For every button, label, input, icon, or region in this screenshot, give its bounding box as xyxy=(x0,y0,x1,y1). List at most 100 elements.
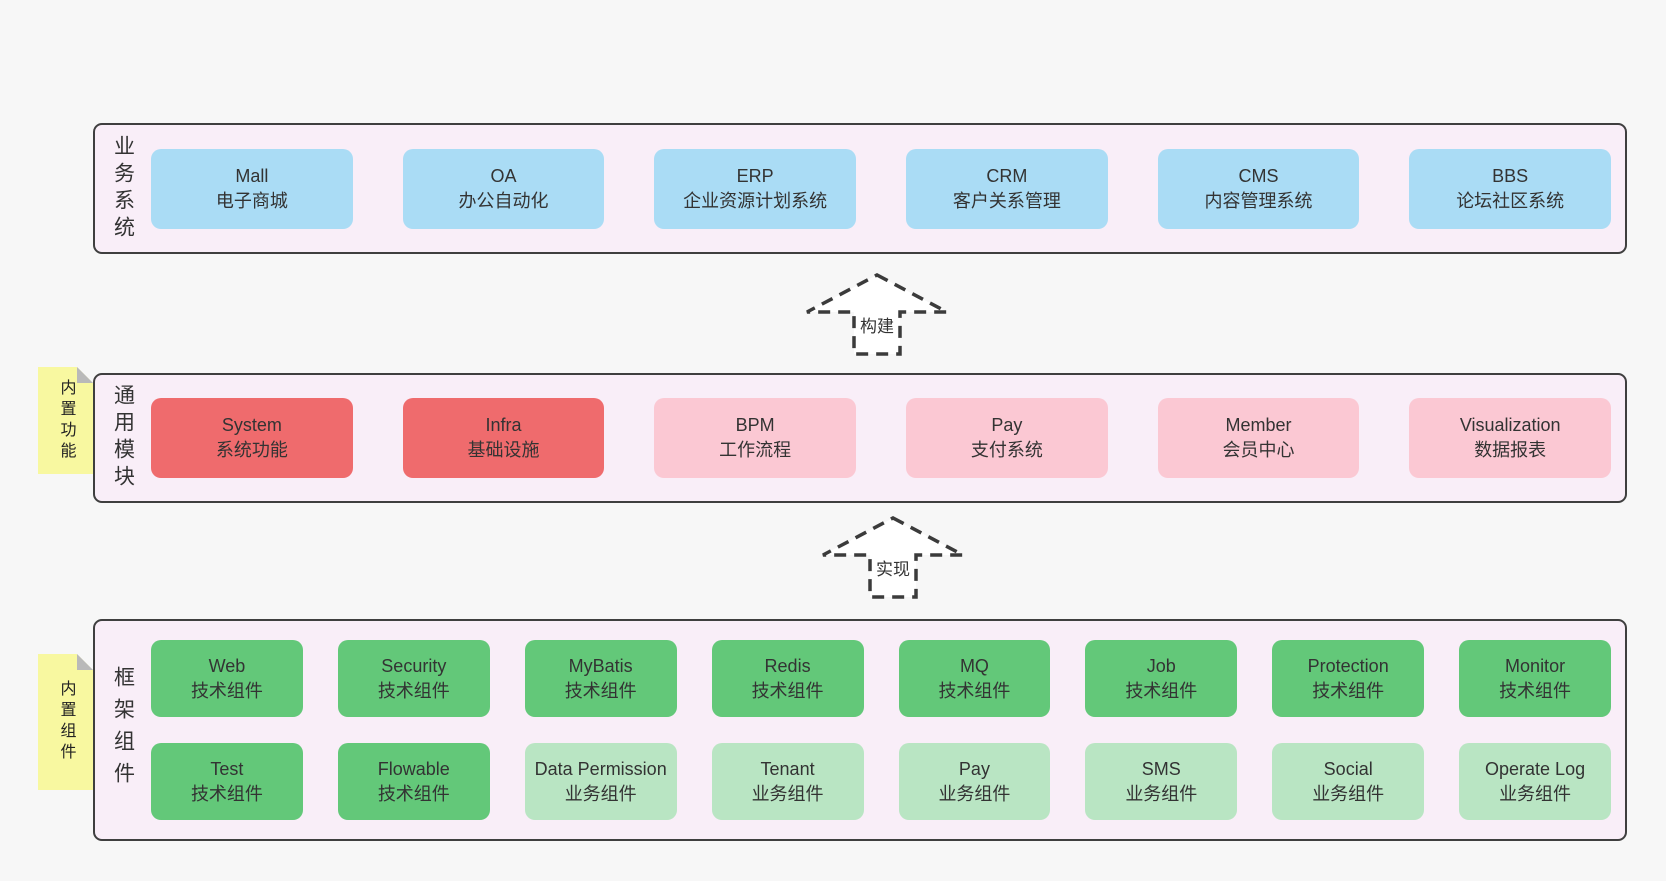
box-operate-log: Operate Log 业务组件 xyxy=(1459,743,1611,820)
vertical-label-text: 框架组件 xyxy=(111,666,135,794)
box-title: Social xyxy=(1323,758,1373,779)
box-mybatis: MyBatis 技术组件 xyxy=(524,640,677,717)
box-title: Test xyxy=(210,758,244,779)
vertical-label-business-systems: 业务系统 xyxy=(95,125,151,252)
box-title: SMS xyxy=(1141,758,1181,779)
box-title: Pay xyxy=(991,415,1023,435)
box-subtitle: 论坛社区系统 xyxy=(1456,190,1565,211)
box-subtitle: 技术组件 xyxy=(190,783,263,804)
sticky-builtin-components: 内置组件 xyxy=(38,654,93,790)
box-title: OA xyxy=(490,165,517,186)
box-subtitle: 技术组件 xyxy=(938,680,1011,701)
box-test: Test 技术组件 xyxy=(151,743,303,820)
box-web: Web 技术组件 xyxy=(151,640,303,717)
box-title: MyBatis xyxy=(568,655,633,676)
box-title: Infra xyxy=(485,415,522,435)
box-subtitle: 业务组件 xyxy=(564,783,637,804)
vertical-label-text: 业务系统 xyxy=(111,134,135,243)
folded-corner-icon xyxy=(77,654,93,670)
box-title: Pay xyxy=(958,758,990,779)
box-title: System xyxy=(221,415,282,435)
sticky-text: 内置功能 xyxy=(57,378,75,463)
box-title: Security xyxy=(381,655,447,676)
framework-components-row-1: Web 技术组件 Security 技术组件 MyBatis 技术组件 Redi… xyxy=(151,640,1611,717)
panel-business-systems: 业务系统 Mall 电子商城 OA 办公自动化 ERP 企业资源计划系统 CRM… xyxy=(93,123,1627,254)
box-title: Tenant xyxy=(760,758,815,779)
box-subtitle: 内容管理系统 xyxy=(1204,190,1313,211)
common-modules-rows: System 系统功能 Infra 基础设施 BPM 工作流程 Pay 支付系统… xyxy=(151,375,1625,501)
box-title: Mall xyxy=(235,165,269,186)
box-subtitle: 支付系统 xyxy=(970,440,1043,460)
box-subtitle: 技术组件 xyxy=(1312,680,1385,701)
box-tenant: Tenant 业务组件 xyxy=(711,743,864,820)
vertical-label-text: 通用模块 xyxy=(111,384,135,492)
framework-components-rows: Web 技术组件 Security 技术组件 MyBatis 技术组件 Redi… xyxy=(151,621,1625,839)
box-subtitle: 技术组件 xyxy=(377,783,450,804)
box-title: Data Permission xyxy=(534,758,667,779)
box-data-permission: Data Permission 业务组件 xyxy=(524,743,677,820)
box-subtitle: 会员中心 xyxy=(1222,440,1295,460)
box-title: CRM xyxy=(986,165,1028,186)
box-erp: ERP 企业资源计划系统 xyxy=(654,148,857,229)
box-sms: SMS 业务组件 xyxy=(1085,743,1238,820)
box-title: Visualization xyxy=(1459,415,1561,435)
box-title: BPM xyxy=(735,415,775,435)
framework-components-row-2: Test 技术组件 Flowable 技术组件 Data Permission … xyxy=(151,743,1611,820)
box-cms: CMS 内容管理系统 xyxy=(1157,148,1360,229)
box-title: ERP xyxy=(736,165,774,186)
box-subtitle: 技术组件 xyxy=(1125,680,1198,701)
box-subtitle: 客户关系管理 xyxy=(952,190,1061,211)
box-subtitle: 业务组件 xyxy=(751,783,824,804)
box-protection: Protection 技术组件 xyxy=(1272,640,1425,717)
arrow-label: 构建 xyxy=(858,312,896,337)
box-security: Security 技术组件 xyxy=(337,640,490,717)
panel-common-modules: 通用模块 System 系统功能 Infra 基础设施 BPM 工作流程 Pay… xyxy=(93,373,1627,503)
box-crm: CRM 客户关系管理 xyxy=(906,148,1108,229)
vertical-label-framework-components: 框架组件 xyxy=(95,621,151,839)
box-title: Flowable xyxy=(377,758,450,779)
vertical-label-common-modules: 通用模块 xyxy=(95,375,151,501)
box-pay-biz: Pay 业务组件 xyxy=(898,743,1051,820)
box-title: CMS xyxy=(1238,165,1279,186)
box-bbs: BBS 论坛社区系统 xyxy=(1409,148,1612,229)
box-job: Job 技术组件 xyxy=(1085,640,1238,717)
box-mall: Mall 电子商城 xyxy=(151,148,353,229)
box-subtitle: 业务组件 xyxy=(1499,783,1572,804)
box-flowable: Flowable 技术组件 xyxy=(337,743,490,820)
sticky-text: 内置组件 xyxy=(57,680,75,764)
box-monitor: Monitor 技术组件 xyxy=(1459,640,1611,717)
arrow-build: 构建 xyxy=(797,272,957,358)
box-title: Operate Log xyxy=(1485,758,1586,779)
sticky-builtin-features: 内置功能 xyxy=(38,367,93,474)
box-subtitle: 技术组件 xyxy=(1499,680,1572,701)
box-subtitle: 办公自动化 xyxy=(458,190,549,211)
box-title: Member xyxy=(1225,415,1292,435)
box-subtitle: 业务组件 xyxy=(1312,783,1385,804)
box-subtitle: 业务组件 xyxy=(1125,783,1198,804)
business-systems-rows: Mall 电子商城 OA 办公自动化 ERP 企业资源计划系统 CRM 客户关系… xyxy=(151,125,1625,252)
folded-corner-icon xyxy=(77,367,93,383)
arrow-label: 实现 xyxy=(874,555,912,580)
box-subtitle: 企业资源计划系统 xyxy=(683,190,828,211)
box-mq: MQ 技术组件 xyxy=(898,640,1051,717)
box-title: Web xyxy=(208,655,246,676)
box-title: Redis xyxy=(764,655,811,676)
box-oa: OA 办公自动化 xyxy=(402,148,605,229)
box-title: MQ xyxy=(959,655,989,676)
arrow-implement: 实现 xyxy=(813,515,973,601)
box-subtitle: 技术组件 xyxy=(377,680,450,701)
box-infra: Infra 基础设施 xyxy=(402,398,605,478)
box-visualization: Visualization 数据报表 xyxy=(1409,398,1612,478)
box-title: Protection xyxy=(1307,655,1389,676)
box-title: Job xyxy=(1146,655,1176,676)
box-subtitle: 技术组件 xyxy=(190,680,263,701)
box-member: Member 会员中心 xyxy=(1157,398,1360,478)
box-subtitle: 技术组件 xyxy=(564,680,637,701)
box-title: Monitor xyxy=(1505,655,1566,676)
box-subtitle: 数据报表 xyxy=(1474,440,1547,460)
box-bpm: BPM 工作流程 xyxy=(654,398,857,478)
box-title: BBS xyxy=(1492,165,1529,186)
common-modules-row: System 系统功能 Infra 基础设施 BPM 工作流程 Pay 支付系统… xyxy=(151,398,1612,478)
box-subtitle: 技术组件 xyxy=(751,680,824,701)
box-system: System 系统功能 xyxy=(151,398,353,478)
